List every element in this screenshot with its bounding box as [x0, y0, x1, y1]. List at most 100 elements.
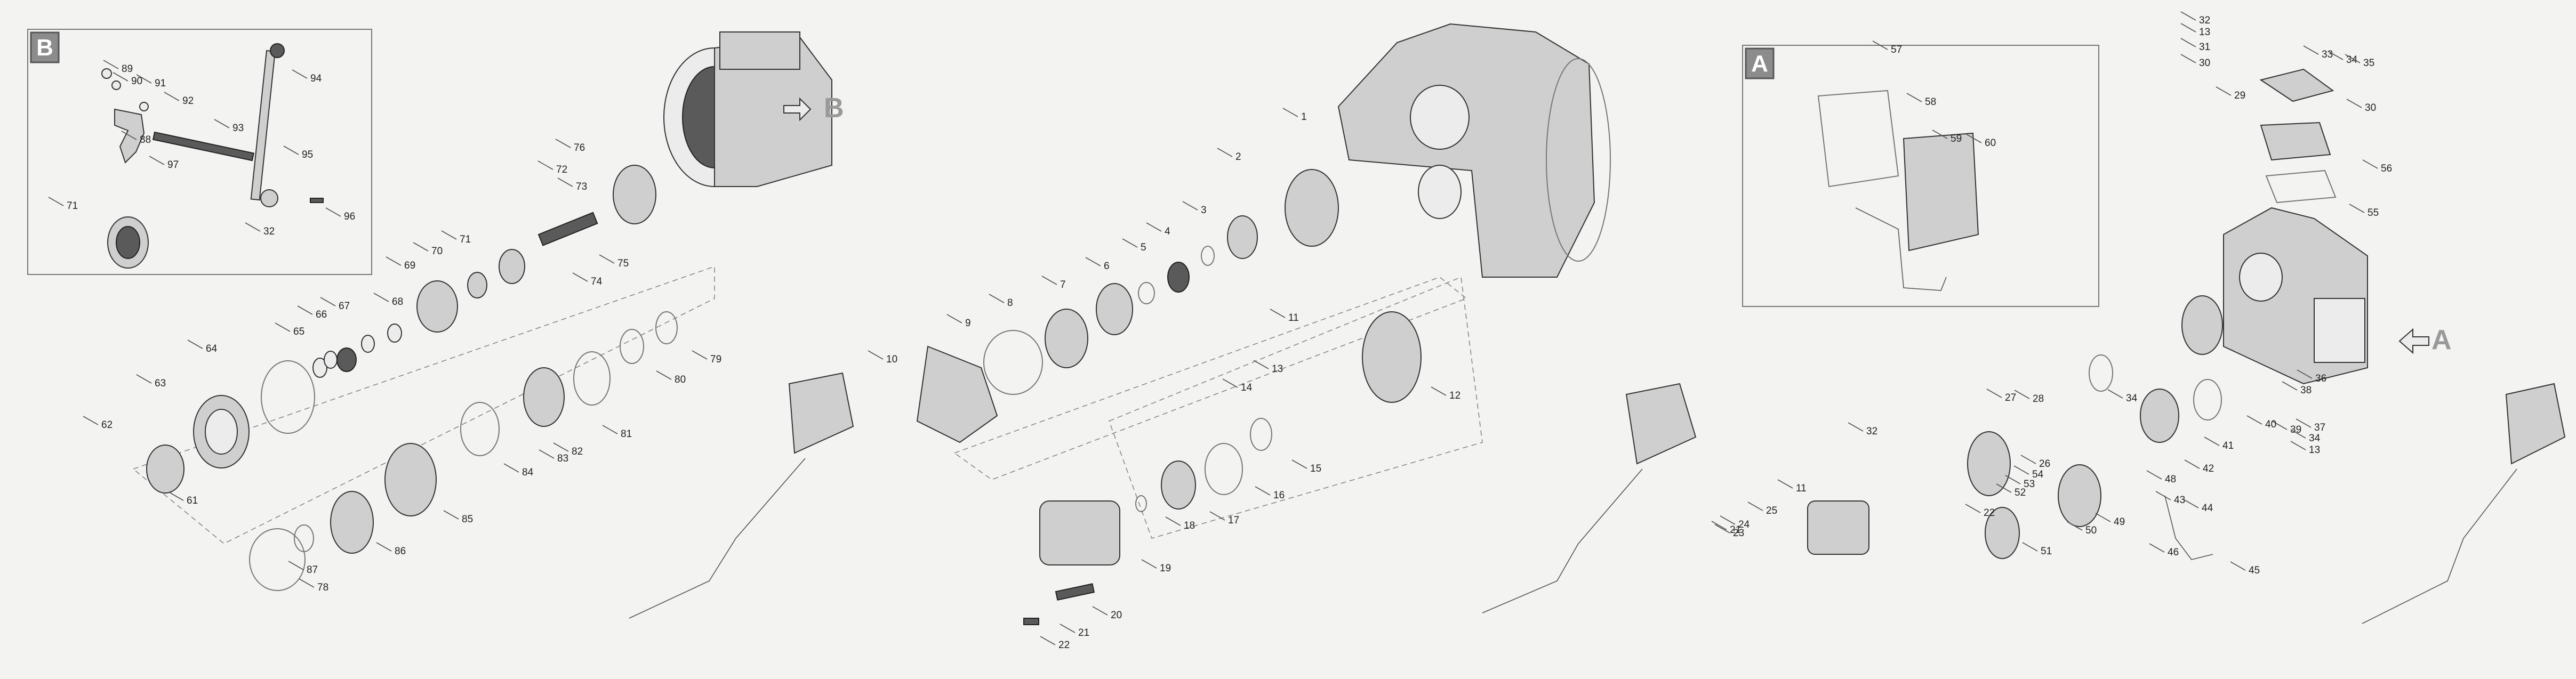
leader-line	[1986, 389, 2002, 398]
leader-line	[1182, 201, 1198, 211]
housing-bore-2	[1418, 165, 1462, 219]
leader-line	[572, 272, 588, 282]
leader-line	[1085, 257, 1101, 266]
leader-line	[283, 146, 299, 155]
valve-block	[719, 31, 800, 70]
callout-right-44: 44	[2202, 503, 2213, 514]
part-83b	[249, 528, 306, 591]
part-59-cover	[1903, 132, 1979, 252]
leader-line	[2014, 390, 2030, 399]
leader-line	[2022, 542, 2038, 552]
middle-assembly	[916, 23, 1697, 625]
callout-left-68: 68	[392, 296, 403, 308]
callout-middle-19: 19	[1160, 563, 1171, 574]
part-50	[1985, 507, 2020, 559]
callout-right-42: 42	[2203, 463, 2214, 474]
leader-line	[1255, 486, 1271, 496]
part-65	[324, 351, 338, 369]
part-84	[384, 443, 437, 516]
leader-line	[1041, 276, 1057, 285]
callout-left-79: 79	[710, 354, 721, 365]
leader-line	[1222, 378, 1238, 388]
callout-middle-20: 20	[1111, 610, 1122, 621]
inset-b-frame	[27, 29, 372, 275]
callout-middle-8: 8	[1007, 297, 1013, 309]
callout-left-83: 83	[557, 453, 568, 464]
leader-line	[2282, 381, 2298, 391]
leader-line	[2328, 51, 2344, 60]
part-70	[467, 272, 487, 298]
leader-line	[413, 242, 429, 252]
leader-line	[557, 177, 573, 187]
leader-line	[1092, 606, 1108, 616]
callout-middle-21: 21	[1078, 627, 1089, 638]
leader-line	[503, 463, 519, 473]
callout-right-46: 46	[2168, 547, 2179, 558]
callout-right-30: 30	[2199, 58, 2210, 69]
callout-middle-14: 14	[1241, 382, 1253, 393]
part-41	[2140, 389, 2179, 443]
part-6	[1138, 282, 1155, 304]
part-12	[1362, 311, 1422, 403]
part-55-gasket	[2265, 169, 2337, 204]
part-25-motor	[1807, 500, 1869, 555]
callout-left-63: 63	[155, 378, 166, 389]
leader-line	[1209, 511, 1225, 521]
leader-line	[1996, 483, 2012, 493]
callout-right-60: 60	[1985, 138, 1996, 149]
callout-left-72: 72	[556, 164, 567, 175]
callout-middle-16: 16	[1273, 490, 1285, 501]
callout-right-48: 48	[2165, 474, 2176, 485]
leader-line	[2272, 421, 2288, 430]
lever-shaft	[250, 50, 276, 201]
part-33-bracket	[2259, 68, 2334, 102]
part-40	[2193, 379, 2222, 421]
part-77	[655, 311, 678, 344]
right-housing-bore	[2239, 253, 2283, 302]
right-gear	[2181, 295, 2223, 355]
leader-line	[1932, 130, 1948, 139]
leader-line	[1966, 134, 1982, 143]
leader-line	[1146, 222, 1162, 232]
callout-middle-6: 6	[1104, 261, 1110, 272]
callout-right-37: 37	[2314, 422, 2325, 433]
callout-left-88: 88	[140, 134, 151, 146]
callout-left-96: 96	[344, 211, 355, 222]
callout-left-89: 89	[122, 63, 133, 75]
leader-line	[443, 510, 459, 520]
callout-right-50: 50	[2085, 525, 2097, 536]
leader-line	[2067, 521, 2083, 531]
callout-left-81: 81	[621, 429, 632, 440]
leader-line	[2349, 204, 2365, 213]
callout-left-86: 86	[395, 546, 406, 557]
callout-right-41: 41	[2222, 440, 2234, 451]
part-58-gasket	[1817, 90, 1899, 188]
leader-line	[275, 322, 291, 332]
callout-right-40: 40	[2265, 419, 2276, 430]
callout-right-56: 56	[2381, 163, 2392, 174]
part-48	[2058, 464, 2101, 527]
callout-right-51: 51	[2041, 546, 2052, 557]
leader-line	[2005, 475, 2021, 484]
callout-left-82: 82	[572, 446, 583, 457]
leader-line	[83, 416, 99, 425]
mini-transmission-2	[1625, 383, 1697, 465]
callout-right-28: 28	[2033, 393, 2044, 405]
leader-line	[2362, 159, 2378, 169]
callout-left-80: 80	[675, 374, 686, 385]
part-61	[146, 444, 184, 494]
callout-right-34: 34	[2309, 433, 2321, 444]
arrow-b-icon	[783, 97, 812, 122]
callout-middle-18: 18	[1184, 520, 1195, 531]
leader-line	[1711, 521, 1727, 530]
leader-line	[2180, 23, 2196, 33]
bolt-96	[310, 198, 324, 203]
callout-right-32: 32	[2199, 15, 2210, 26]
callout-left-87: 87	[307, 564, 318, 576]
callout-right-27: 27	[2005, 392, 2016, 403]
callout-left-93: 93	[232, 123, 244, 134]
callout-right-38: 38	[2300, 385, 2312, 396]
leader-line	[599, 254, 615, 264]
callout-middle-22: 22	[1058, 640, 1070, 651]
